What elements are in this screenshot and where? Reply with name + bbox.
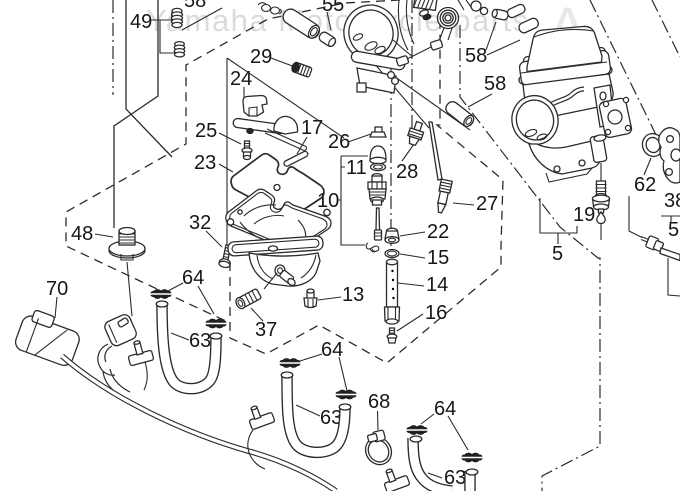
svg-text:49: 49 bbox=[130, 11, 152, 33]
svg-text:62: 62 bbox=[634, 174, 656, 196]
svg-text:37: 37 bbox=[255, 319, 277, 341]
svg-text:14: 14 bbox=[426, 274, 448, 296]
svg-text:64: 64 bbox=[321, 339, 343, 361]
svg-text:63: 63 bbox=[189, 330, 211, 352]
svg-text:64: 64 bbox=[434, 398, 456, 420]
svg-text:10: 10 bbox=[317, 190, 339, 212]
svg-text:16: 16 bbox=[425, 302, 447, 324]
svg-text:17: 17 bbox=[301, 117, 323, 139]
svg-text:25: 25 bbox=[195, 120, 217, 142]
svg-text:58: 58 bbox=[465, 45, 487, 67]
svg-text:68: 68 bbox=[368, 391, 390, 413]
svg-text:70: 70 bbox=[46, 278, 68, 300]
svg-text:15: 15 bbox=[427, 247, 449, 269]
svg-text:38: 38 bbox=[664, 190, 680, 212]
svg-text:63: 63 bbox=[320, 407, 342, 429]
svg-text:26: 26 bbox=[328, 131, 350, 153]
svg-text:5: 5 bbox=[552, 243, 563, 265]
svg-text:28: 28 bbox=[396, 161, 418, 183]
svg-text:64: 64 bbox=[182, 267, 204, 289]
svg-text:63: 63 bbox=[444, 467, 466, 489]
svg-text:24: 24 bbox=[230, 68, 252, 90]
svg-text:23: 23 bbox=[194, 152, 216, 174]
svg-text:22: 22 bbox=[427, 221, 449, 243]
svg-text:27: 27 bbox=[476, 193, 498, 215]
svg-text:58: 58 bbox=[184, 0, 206, 12]
svg-text:11: 11 bbox=[346, 157, 367, 179]
svg-text:58: 58 bbox=[484, 73, 506, 95]
svg-text:32: 32 bbox=[189, 212, 211, 234]
svg-text:Yamaha Motorcycle parts: Yamaha Motorcycle parts bbox=[146, 3, 530, 38]
svg-text:5: 5 bbox=[668, 219, 679, 241]
svg-text:55: 55 bbox=[322, 0, 344, 16]
svg-text:19: 19 bbox=[573, 204, 595, 226]
svg-text:48: 48 bbox=[71, 223, 93, 245]
svg-text:29: 29 bbox=[250, 46, 272, 68]
svg-text:13: 13 bbox=[342, 284, 364, 306]
